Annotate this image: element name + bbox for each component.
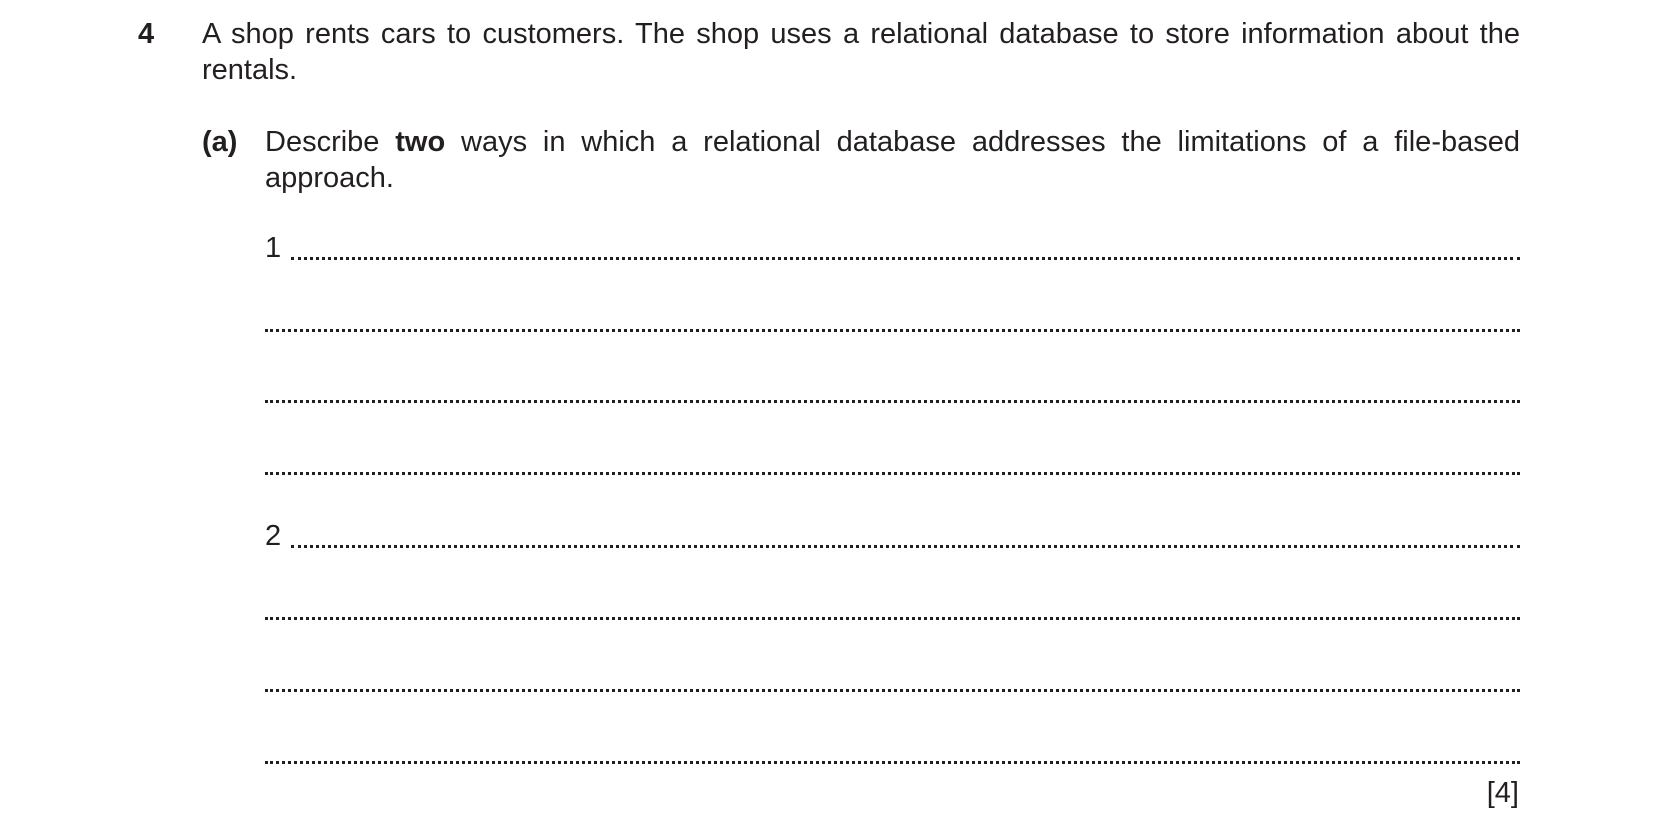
answer-number-1: 1 — [265, 232, 282, 264]
part-a-text-after: ways in which a relational database addr… — [265, 126, 1520, 194]
dotted-line — [291, 545, 1520, 548]
dotted-line — [291, 257, 1520, 260]
answer-number-2: 2 — [265, 520, 282, 552]
part-a-text-before: Describe — [265, 126, 396, 158]
part-a-emphasis: two — [395, 126, 446, 158]
answer-line-1d[interactable] — [265, 445, 1520, 481]
part-a-text: Describe two ways in which a relational … — [265, 124, 1520, 196]
dotted-line — [265, 617, 1520, 620]
marks-allocation: [4] — [1486, 777, 1519, 809]
dotted-line — [265, 689, 1520, 692]
question-stem: A shop rents cars to customers. The shop… — [202, 18, 1520, 86]
answer-line-1c[interactable] — [265, 373, 1520, 409]
dotted-line — [265, 400, 1520, 403]
dotted-line — [265, 329, 1520, 332]
answer-line-1b[interactable] — [265, 302, 1520, 338]
answer-line-1a[interactable]: 1 — [265, 230, 1520, 266]
dotted-line — [265, 472, 1520, 475]
question-number: 4 — [138, 18, 155, 50]
answer-line-2d[interactable] — [265, 734, 1520, 770]
answer-line-2b[interactable] — [265, 590, 1520, 626]
answer-line-2a[interactable]: 2 — [265, 518, 1520, 554]
dotted-line — [265, 761, 1520, 764]
answer-line-2c[interactable] — [265, 662, 1520, 698]
part-a-label: (a) — [202, 126, 238, 158]
